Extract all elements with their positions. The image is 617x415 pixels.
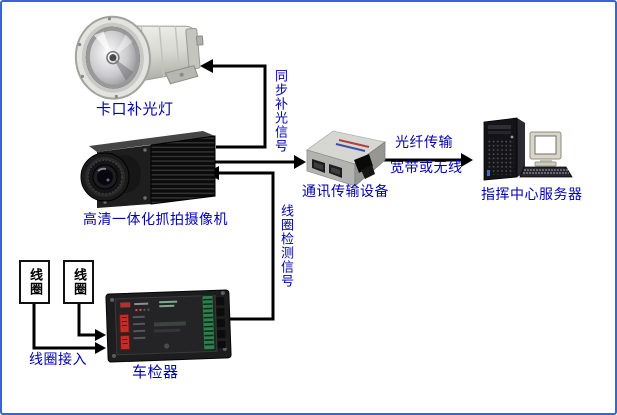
coil-left-label: 线圈 (27, 268, 42, 296)
sync-light-signal-label: 同步补光信号 (272, 69, 287, 153)
server-label: 指挥中心服务器 (481, 187, 583, 203)
wire-coil-right (77, 303, 96, 337)
converter-image (306, 130, 386, 187)
converter-label: 通讯传输设备 (302, 184, 389, 200)
camera-image (80, 131, 216, 208)
wire-coil-left (32, 303, 96, 350)
coil-access-label: 线圈接入 (29, 352, 87, 368)
coil-detect-signal-label: 线圈检测信号 (278, 204, 293, 288)
spotlight-label: 卡口补光灯 (96, 100, 174, 118)
broadband-wireless-label: 宽带或无线 (390, 160, 463, 176)
server-image (483, 117, 573, 181)
spotlight-image (74, 15, 204, 100)
arrowhead-to-server (461, 153, 473, 167)
coil-right-label: 线圈 (71, 268, 86, 296)
arrowhead-to-converter (294, 155, 306, 169)
fiber-transmission-label: 光纤传输 (395, 135, 453, 151)
wire-detector-camera (218, 171, 275, 321)
arrowhead-coil-right (95, 329, 106, 341)
detector-label: 车检器 (132, 363, 179, 381)
arrowhead-to-spotlight (200, 59, 213, 73)
coil-box-right: 线圈 (63, 260, 94, 304)
detector-image (105, 289, 232, 363)
wire-sync-signal (212, 64, 267, 149)
arrowhead-coil-left (95, 342, 106, 354)
camera-label: 高清一体化抓拍摄像机 (83, 212, 228, 228)
coil-box-left: 线圈 (19, 260, 50, 304)
